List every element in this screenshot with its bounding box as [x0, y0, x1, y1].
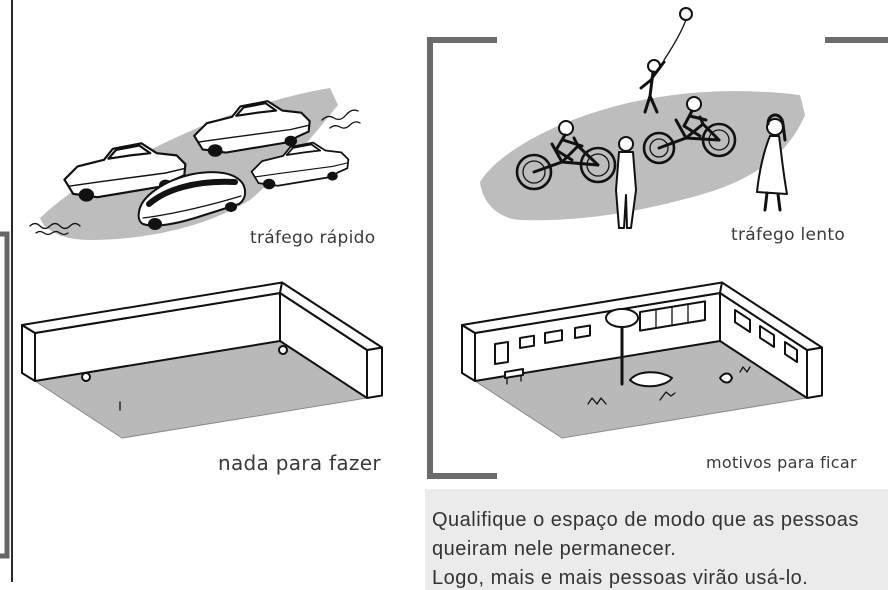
car-wheel: [225, 202, 237, 212]
person-with-balloon: [639, 7, 693, 114]
person-head: [618, 136, 634, 152]
wall-poster: [734, 309, 751, 333]
caption-line: Qualifique o espaço de modo que as pesso…: [432, 509, 859, 531]
car-body: [63, 142, 187, 199]
right-panel-bracket-left: [427, 37, 497, 479]
car-wheel: [327, 171, 338, 181]
car-side-line: [254, 162, 349, 178]
car-side-line: [197, 124, 310, 143]
car-wheel: [284, 135, 298, 147]
speed-lines: [321, 109, 359, 121]
chairs: [659, 391, 676, 401]
car: [250, 141, 350, 190]
speed-lines: [29, 222, 81, 230]
chairs: [739, 366, 751, 373]
slow-traffic-scene: [480, 7, 805, 229]
speed-lines: [35, 230, 69, 236]
car-wheel: [148, 218, 162, 230]
wall-end-face: [21, 324, 36, 382]
shop-window: [574, 324, 591, 339]
car: [63, 142, 187, 202]
left-bracket: [0, 231, 10, 559]
fast-traffic-label: tráfego rápido: [250, 228, 376, 248]
car-side-line: [142, 195, 242, 219]
person-legs: [763, 191, 782, 212]
bicycle-wheel-rim: [649, 138, 669, 158]
caption-line: Logo, mais e mais pessoas virão usá-lo.: [432, 567, 809, 589]
car-window: [285, 143, 322, 156]
person-body: [639, 60, 666, 114]
window-grid-lines: [655, 303, 689, 329]
car-wheel: [207, 144, 223, 157]
tree-canopy: [605, 308, 639, 328]
empty-space-box: [21, 281, 383, 439]
shop-window: [519, 334, 535, 349]
wall-end-face: [806, 346, 823, 399]
bicycle-wheel-rim: [522, 160, 546, 184]
small-object: [81, 372, 91, 382]
shop-window: [544, 329, 563, 344]
cyclist: [642, 96, 737, 165]
car-window: [235, 102, 278, 117]
person-hair: [766, 113, 787, 142]
bench-legs: [506, 374, 522, 385]
wall-end-face: [366, 346, 383, 399]
car-body: [193, 100, 311, 154]
doorway: [494, 341, 509, 365]
person-body: [615, 151, 637, 229]
furnished-space-box: [461, 281, 823, 439]
wall-poster: [759, 325, 775, 348]
bench: [504, 368, 524, 379]
chairs: [587, 397, 607, 405]
person-dress: [756, 135, 788, 195]
cyclist-body: [554, 133, 584, 162]
reasons-to-stay-label: motivos para ficar: [706, 453, 857, 472]
car: [193, 100, 311, 157]
caption-box: Qualifique o espaço de modo que as pesso…: [425, 489, 888, 590]
bicycle-wheel: [515, 153, 553, 191]
balloon: [679, 7, 693, 21]
caption-line: queiram nele permanecer.: [432, 538, 677, 560]
car: [137, 171, 247, 230]
bicycle-frame: [657, 115, 721, 150]
cyclist: [515, 120, 617, 191]
car-window: [107, 144, 152, 160]
speed-lines: [329, 121, 361, 129]
small-object: [278, 345, 288, 355]
fast-traffic-scene: [29, 88, 361, 240]
car-wheel: [78, 188, 95, 202]
car-roof-stripe: [146, 178, 238, 207]
cyclist-body: [682, 109, 708, 138]
wall-poster: [784, 341, 798, 363]
car-side-line: [68, 167, 186, 187]
cyclist-head: [686, 96, 702, 112]
car-body: [250, 141, 350, 187]
nothing-to-do-label: nada para fazer: [218, 451, 381, 475]
wall-end-face: [461, 324, 476, 382]
slow-traffic-label: tráfego lento: [731, 225, 846, 245]
balloon-string: [663, 19, 687, 61]
standing-woman: [756, 113, 788, 212]
sculpture: [629, 371, 673, 388]
table: [719, 372, 733, 384]
side-wall-top: [719, 281, 823, 351]
car-wheel: [262, 178, 276, 190]
bicycle-wheel: [642, 131, 676, 165]
car-body: [137, 171, 247, 227]
cyclist-head: [558, 120, 574, 136]
side-wall-top: [279, 281, 383, 351]
standing-person: [615, 136, 637, 229]
